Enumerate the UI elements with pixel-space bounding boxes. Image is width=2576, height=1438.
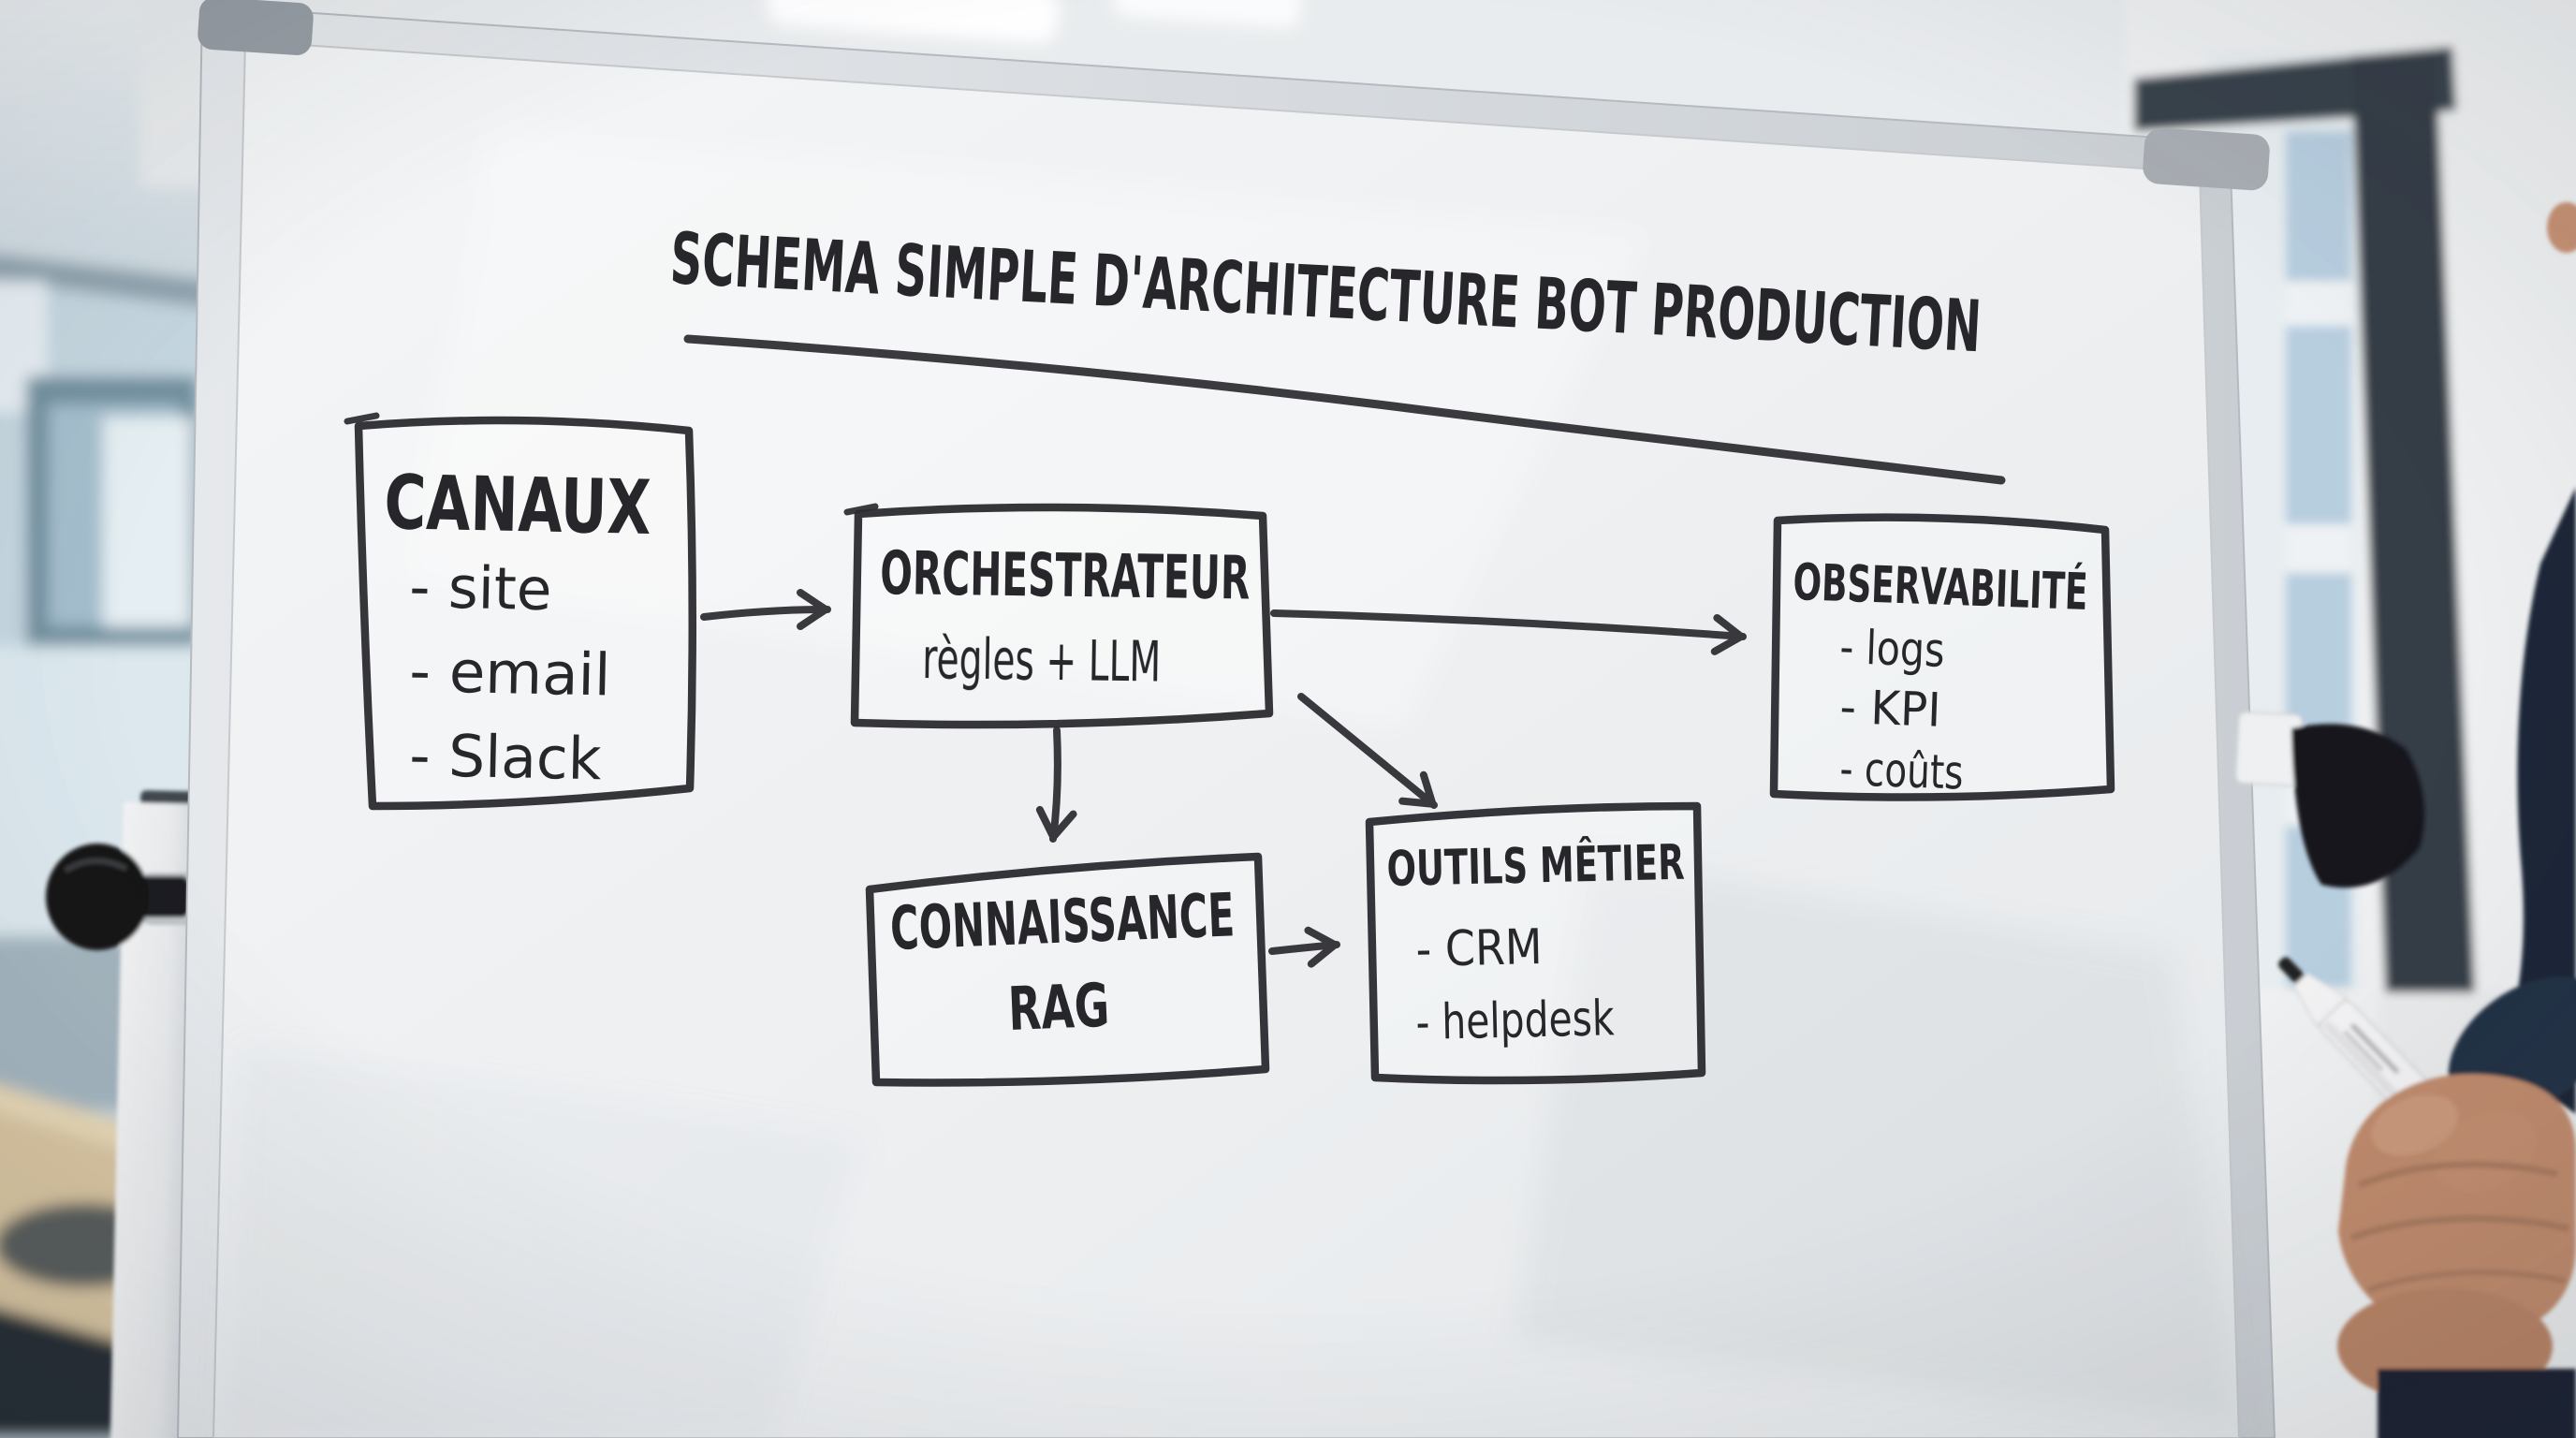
whiteboard-photo: SCHEMA SIMPLE D'ARCHITECTURE BOT PRODUCT… [0,0,2576,1438]
photo-vignette [0,0,2576,1438]
